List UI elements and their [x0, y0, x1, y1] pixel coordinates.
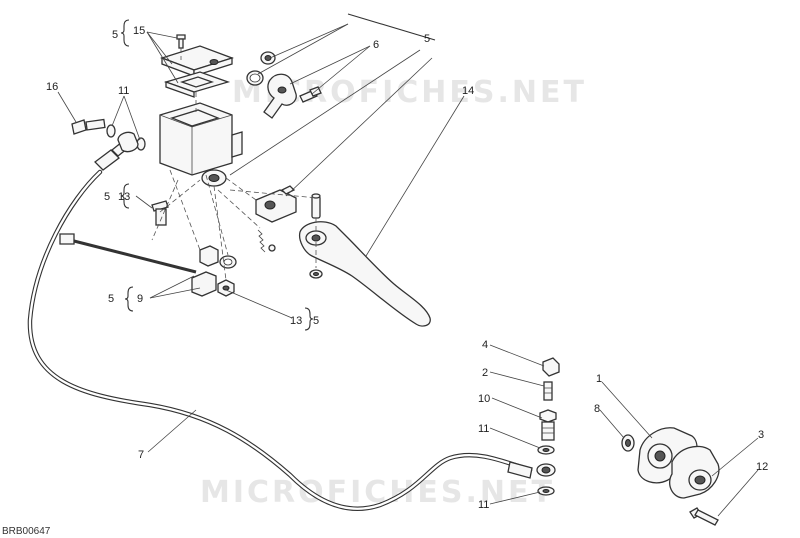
cover-screw[interactable] [176, 34, 186, 49]
callout-5-mid: 5 [104, 191, 110, 203]
o-ring[interactable] [246, 70, 264, 86]
lever-pivot-pin[interactable] [311, 193, 321, 219]
switch-washer[interactable] [219, 255, 237, 269]
reservoir-cap[interactable] [160, 45, 234, 77]
callout-5-low: 5 [108, 293, 114, 305]
callout-10: 10 [478, 393, 490, 405]
slave-cylinder-seal[interactable] [621, 434, 635, 452]
master-cylinder-body[interactable] [159, 102, 243, 187]
reservoir-diaphragm[interactable] [163, 71, 231, 98]
handlebar-clamp[interactable] [263, 73, 297, 119]
callout-11-mid: 11 [478, 423, 489, 435]
push-rod-adjuster[interactable] [255, 185, 297, 223]
callout-1: 1 [596, 373, 602, 385]
banjo-fitting[interactable] [117, 131, 139, 153]
braces [120, 13, 436, 331]
switch-nut[interactable] [217, 279, 235, 297]
callout-12: 12 [756, 461, 768, 473]
callout-6: 6 [373, 39, 379, 51]
callout-15: 15 [133, 25, 145, 37]
callout-3: 3 [758, 429, 764, 441]
callout-16: 16 [46, 81, 58, 93]
switch-cable [59, 233, 197, 274]
callout-11-top: 11 [118, 85, 129, 97]
hose-end-fitting-bottom [507, 461, 556, 479]
slave-cylinder-body[interactable] [669, 445, 720, 499]
banjo-bolt[interactable] [71, 118, 106, 135]
callout-5-low-right: 5 [313, 315, 319, 327]
pin-small[interactable] [268, 244, 276, 252]
callout-8: 8 [594, 403, 600, 415]
banjo-bolt-lower[interactable] [539, 409, 557, 441]
callout-2: 2 [482, 367, 488, 379]
slave-cylinder-screw[interactable] [689, 507, 719, 526]
callout-7: 7 [138, 449, 144, 461]
pivot-screw[interactable] [151, 200, 169, 226]
drawing-code: BRB00647 [2, 526, 51, 537]
bleed-valve[interactable] [543, 381, 553, 401]
spring[interactable] [257, 229, 266, 253]
callout-4: 4 [482, 339, 488, 351]
sealing-washer-top-1[interactable] [106, 124, 116, 138]
seal-ring[interactable] [260, 51, 276, 65]
callout-5-top: 5 [112, 29, 118, 41]
clutch-switch[interactable] [191, 245, 219, 297]
assembly-guide-lines [151, 48, 319, 281]
clutch-hose[interactable] [27, 169, 533, 511]
callout-11-low: 11 [478, 499, 489, 511]
callout-13-mid: 13 [118, 191, 130, 203]
bleed-cap[interactable] [542, 357, 560, 377]
callout-5-right: 5 [424, 33, 430, 45]
sealing-washer-low[interactable] [537, 486, 555, 496]
callout-labels: 5 15 6 5 16 11 14 5 13 5 9 13 5 4 2 10 1… [46, 25, 768, 511]
callout-9: 9 [137, 293, 143, 305]
callout-13-low: 13 [290, 315, 302, 327]
sealing-washer-mid[interactable] [537, 445, 555, 455]
callout-14: 14 [462, 85, 474, 97]
leader-lines [57, 23, 759, 517]
lever-washer[interactable] [309, 269, 323, 279]
